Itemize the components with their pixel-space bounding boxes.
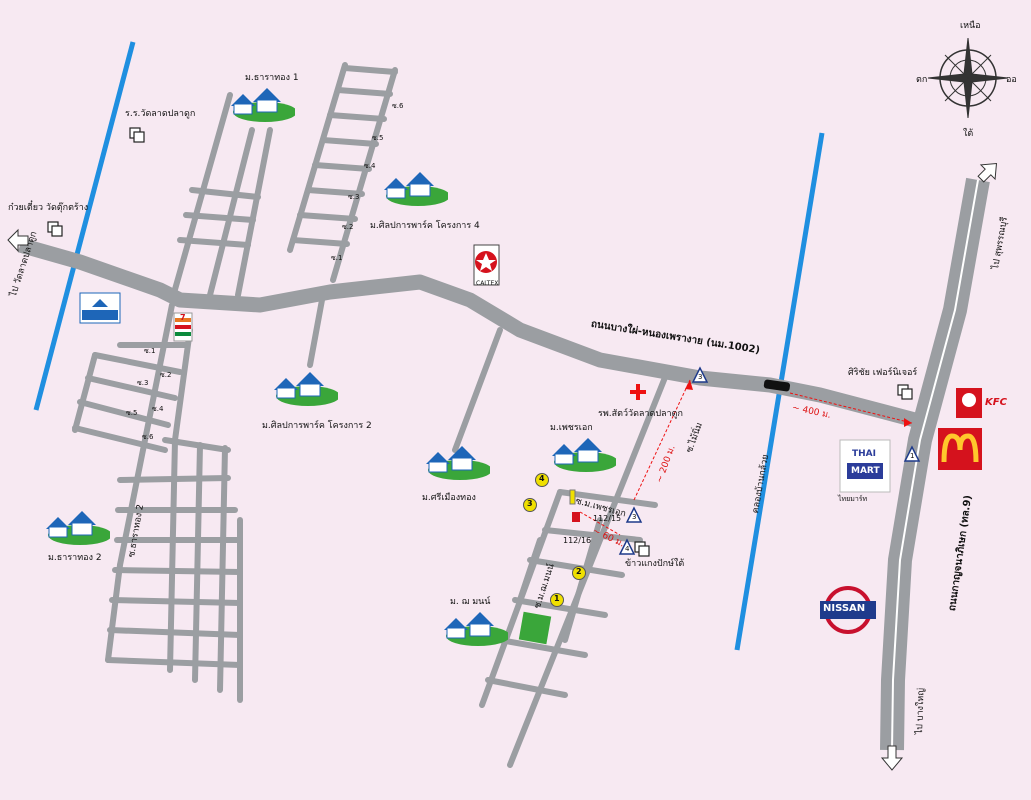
mart-label: MART bbox=[851, 466, 880, 476]
silpakarn4-label: ม.ศิลปการพาร์ค โครงการ 4 bbox=[370, 221, 480, 231]
soi-number-label: ซ.4 bbox=[152, 405, 164, 413]
village-house-icon bbox=[231, 88, 295, 122]
highway-divider bbox=[891, 179, 979, 751]
yellow-sign-icon bbox=[569, 489, 576, 505]
soi-number-label: ซ.1 bbox=[331, 254, 343, 262]
soi-number-label: ซ.2 bbox=[342, 223, 354, 231]
village-house-icon bbox=[426, 446, 490, 480]
house-number-label: 112/15 bbox=[593, 514, 622, 523]
school-label: ร.ร.วัดลาดปลาดูก bbox=[125, 109, 196, 119]
seven-eleven-logo-icon bbox=[173, 312, 193, 342]
green-park bbox=[518, 611, 552, 645]
west-canal bbox=[33, 41, 136, 411]
marker-circles bbox=[523, 473, 586, 607]
main-road bbox=[17, 237, 917, 428]
thaimart-label: ไทยมาร์ท bbox=[838, 495, 868, 503]
soi-number-label: ซ.2 bbox=[160, 371, 172, 379]
red-cross-icon bbox=[630, 384, 646, 400]
hospital-label: รพ.สัตว์วัดลาดปลาดูก bbox=[598, 409, 683, 419]
soi-number-label: ซ.4 bbox=[364, 162, 376, 170]
soi-number-label: ซ.6 bbox=[142, 433, 154, 441]
mcdonalds-logo-icon bbox=[938, 428, 982, 470]
minor-roads bbox=[72, 62, 671, 768]
soi-number-label: ซ.6 bbox=[392, 102, 404, 110]
compass-west-label: ตก bbox=[916, 75, 928, 85]
caltex-label: CALTEX bbox=[476, 280, 499, 287]
thai-label: THAI bbox=[852, 449, 876, 459]
kfc-logo-icon bbox=[956, 388, 982, 418]
soi-number-label: ซ.1 bbox=[144, 347, 156, 355]
marker-number-label: 2 bbox=[576, 567, 582, 576]
compass-south-label: ใต้ bbox=[963, 129, 974, 139]
village-house-icon bbox=[274, 372, 338, 406]
caltex-logo-icon bbox=[473, 244, 500, 286]
to-bangyai-label: ไป บางใหญ่ bbox=[914, 687, 927, 735]
nissan-label: NISSAN bbox=[823, 603, 866, 614]
arrow-south-icon bbox=[880, 745, 904, 771]
compass-east-label: ออ bbox=[1006, 75, 1017, 85]
arrow-north-east-icon bbox=[977, 162, 998, 183]
bridge-icon bbox=[763, 379, 791, 392]
compass-north-label: เหนือ bbox=[960, 21, 981, 31]
arrow-head-icon bbox=[685, 380, 693, 390]
compass-rose-icon bbox=[927, 37, 1009, 119]
triangle-number-label: 1 bbox=[910, 452, 915, 460]
petchaek-label: ม.เพชรเอก bbox=[550, 423, 593, 433]
srimuang-label: ม.ศรีเมืองทอง bbox=[422, 493, 476, 503]
noodle-shop-label: ก๋วยเตี๋ยว วัดตุ๊กตร้าง bbox=[8, 203, 89, 213]
arrow-west-icon bbox=[7, 228, 29, 253]
distance-arrows bbox=[579, 379, 913, 536]
seven-eleven-label: 7 bbox=[180, 313, 186, 322]
village-house-icon bbox=[444, 612, 508, 646]
tharathong1-label: ม.ธาราทอง 1 bbox=[245, 73, 299, 83]
village-m-label: ม. ฌ มนน์ bbox=[450, 597, 491, 607]
thaimart-logo-icon bbox=[839, 439, 891, 493]
triangle-number-label: 3 bbox=[698, 373, 703, 381]
marker-number-label: 3 bbox=[527, 499, 533, 508]
village-house-icon bbox=[384, 172, 448, 206]
soi-number-label: ซ.3 bbox=[137, 379, 149, 387]
tharathong2-label: ม.ธาราทอง 2 bbox=[48, 553, 102, 563]
soi-number-label: ซ.5 bbox=[126, 409, 138, 417]
marker-number-label: 1 bbox=[554, 594, 560, 603]
soi-number-label: ซ.5 bbox=[372, 134, 384, 142]
village-house-icon bbox=[552, 438, 616, 472]
village-house-icon bbox=[46, 511, 110, 545]
silpakarn2-label: ม.ศิลปการพาร์ค โครงการ 2 bbox=[262, 421, 372, 431]
village-sign-icon bbox=[79, 292, 121, 324]
triangle-number-label: 4 bbox=[625, 545, 630, 553]
house-number-label: 112/16 bbox=[563, 536, 592, 545]
red-building-icon bbox=[572, 512, 580, 522]
furniture-label: ศิริชัย เฟอร์นิเจอร์ bbox=[848, 368, 918, 378]
triangle-number-label: 3 bbox=[632, 513, 637, 521]
marker-number-label: 4 bbox=[539, 474, 545, 483]
nissan-logo-icon bbox=[820, 586, 876, 634]
building-icons bbox=[47, 127, 913, 557]
rice-shop-label: ข้าวแกงปักษ์ใต้ bbox=[625, 559, 685, 569]
kfc-label: KFC bbox=[985, 397, 1007, 408]
soi-number-label: ซ.3 bbox=[348, 193, 360, 201]
triangle-markers bbox=[618, 366, 921, 555]
arrow-head-icon bbox=[904, 418, 912, 427]
